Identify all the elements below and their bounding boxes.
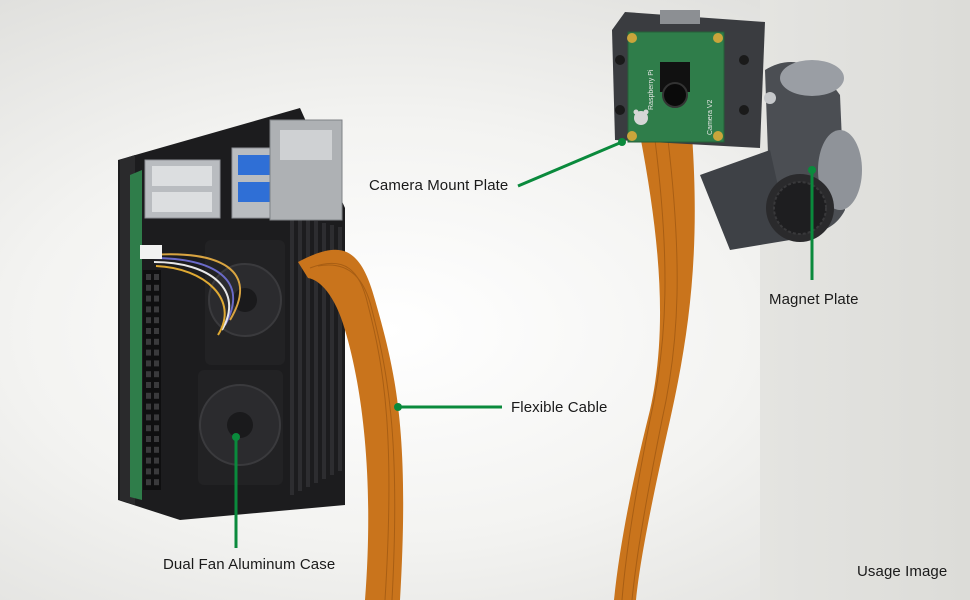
gpio-pin <box>154 274 159 280</box>
fan-top <box>205 240 285 365</box>
dual-fan-aluminum-case <box>118 108 345 520</box>
gpio-pin <box>154 392 159 399</box>
raspberry-logo-icon <box>633 109 649 125</box>
label-usage-image: Usage Image <box>857 563 948 580</box>
gpio-header <box>143 270 161 490</box>
fan-bottom <box>198 370 283 485</box>
usb-ports <box>144 147 283 219</box>
label-magnet-plate: Magnet Plate <box>769 291 859 308</box>
gpio-pin <box>146 371 151 378</box>
callout-dots <box>232 138 816 441</box>
callout-line-camera-mount-plate <box>517 140 623 188</box>
gpio-pin <box>146 457 151 464</box>
gpio-pin <box>146 274 151 280</box>
gpio-pin <box>154 446 159 453</box>
flexible-cable-right <box>614 135 695 600</box>
gpio-pin <box>146 425 151 432</box>
gpio-pin <box>154 468 159 475</box>
heatsink-fin <box>322 223 326 479</box>
gpio-pin <box>146 295 151 302</box>
gpio-pin <box>154 425 159 432</box>
gpio-pin <box>146 338 151 345</box>
gpio-pin <box>146 436 151 442</box>
gpio-pin <box>154 349 159 356</box>
heatsink-fin <box>314 221 318 483</box>
label-camera-mount-plate: Camera Mount Plate <box>369 177 509 194</box>
callout-dot-camera-mount-plate <box>618 138 626 146</box>
gpio-pin <box>154 414 159 421</box>
flexible-cable-left <box>298 249 404 600</box>
gpio-pin <box>146 403 151 410</box>
gpio-pin <box>146 446 151 453</box>
gpio-pin <box>154 295 159 302</box>
gpio-pin <box>154 403 159 410</box>
gpio-pin <box>154 371 159 378</box>
callout-lines <box>234 140 814 548</box>
gpio-pin <box>146 468 151 475</box>
gpio-pin <box>146 382 151 388</box>
label-flexible-cable: Flexible Cable <box>511 399 608 416</box>
heatsink-fin <box>306 219 310 487</box>
gpio-pin <box>154 436 159 442</box>
gpio-pins <box>146 274 159 486</box>
heatsink-fin <box>298 217 302 491</box>
heatsink-fin <box>338 227 342 471</box>
gpio-pin <box>154 360 159 367</box>
label-dual-fan-case: Dual Fan Aluminum Case <box>163 556 336 573</box>
gpio-pin <box>146 349 151 356</box>
gpio-pin <box>146 328 151 334</box>
gpio-pin <box>146 306 151 313</box>
magnet-plate <box>700 60 862 250</box>
callout-dot-dual-fan-case <box>232 433 240 441</box>
gpio-pin <box>154 338 159 345</box>
gpio-pin <box>154 479 159 486</box>
callout-dot-magnet-plate <box>808 166 816 174</box>
camera-board-brand: Raspberry Pi <box>648 69 655 110</box>
ethernet-port <box>269 119 343 221</box>
gpio-pin <box>146 360 151 367</box>
heatsink-fin <box>290 215 294 495</box>
fan-wires <box>140 245 242 336</box>
gpio-pin <box>154 306 159 313</box>
gpio-pin <box>154 284 159 291</box>
gpio-pin <box>146 392 151 399</box>
gpio-pin <box>154 457 159 464</box>
gpio-pin <box>154 317 159 324</box>
gpio-pin <box>154 382 159 388</box>
callout-dot-flexible-cable <box>394 403 402 411</box>
gpio-pin <box>154 328 159 334</box>
camera-board-model: Camera V2 <box>707 99 714 135</box>
heatsink-fin <box>330 225 334 475</box>
gpio-pin <box>146 317 151 324</box>
gpio-pin <box>146 479 151 486</box>
heatsink-fins <box>290 215 342 495</box>
gpio-pin <box>146 284 151 291</box>
camera-module: Raspberry Pi Camera V2 <box>627 31 725 143</box>
gpio-pin <box>146 414 151 421</box>
